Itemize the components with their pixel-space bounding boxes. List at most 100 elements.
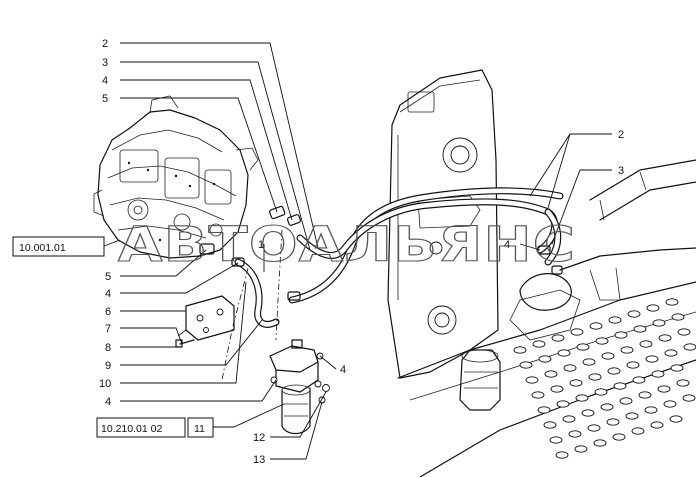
- floor-perforation: [633, 325, 647, 333]
- filter-ref-label: 10.210.01 02: [101, 423, 162, 435]
- floor-perforation: [683, 343, 696, 351]
- callout-2-right: 2: [618, 129, 624, 141]
- centerline: [275, 229, 283, 341]
- floor-perforation: [532, 340, 546, 348]
- frame-plate: [387, 69, 499, 379]
- floor-perforation: [638, 391, 652, 399]
- bolt: [175, 339, 195, 348]
- callout-13: 13: [253, 454, 265, 466]
- floor-perforation: [557, 349, 571, 357]
- callout-3-top: 3: [102, 57, 108, 69]
- floor-perforation: [670, 364, 684, 372]
- floor-perforation: [607, 367, 621, 375]
- engine-block: [93, 95, 259, 259]
- floor-perforation: [601, 352, 615, 360]
- floor-perforation: [606, 418, 620, 426]
- floor-perforation: [574, 445, 588, 453]
- floor-perforation: [626, 361, 640, 369]
- callout-12: 12: [253, 432, 265, 444]
- floor-perforation: [550, 385, 564, 393]
- floor-perforation: [519, 361, 533, 369]
- callout-8: 8: [105, 342, 111, 354]
- floor-perforation: [657, 385, 671, 393]
- floor-perforation: [570, 328, 584, 336]
- floor-perforation: [576, 343, 590, 351]
- floor-perforation: [665, 298, 679, 306]
- floor-perforation: [639, 340, 653, 348]
- floor-perforation: [682, 394, 696, 402]
- filter-item-box: [187, 417, 214, 438]
- floor-perforation: [619, 397, 633, 405]
- callout-4-left: 4: [105, 288, 111, 300]
- fuel-filter: [269, 339, 324, 435]
- callout-4-right: 4: [504, 239, 510, 251]
- floor-perforation: [582, 358, 596, 366]
- floor-perforation: [587, 424, 601, 432]
- floor-perforation: [575, 394, 589, 402]
- floor-perforation: [555, 451, 569, 459]
- floor-perforation: [569, 379, 583, 387]
- callout-3-right: 3: [618, 165, 624, 177]
- floor-perforation: [614, 331, 628, 339]
- floor-perforation: [563, 364, 577, 372]
- floor-perforation: [620, 346, 634, 354]
- right-filter-assembly: [459, 273, 572, 411]
- callout-6: 6: [105, 306, 111, 318]
- reference-boxes: 10.001.01 10.210.01 02 11: [12, 236, 214, 438]
- filter-item-label: 11: [194, 423, 205, 435]
- floor-perforation: [645, 355, 659, 363]
- floor-perforation: [595, 337, 609, 345]
- floor-perforation: [658, 334, 672, 342]
- floor-perforation: [612, 433, 626, 441]
- floor-perforation: [613, 382, 627, 390]
- floor-perforation: [568, 430, 582, 438]
- floor-perforation: [646, 304, 660, 312]
- callout-7: 7: [105, 323, 111, 335]
- leader-lines: [103, 42, 612, 460]
- floor-perforation: [594, 388, 608, 396]
- floor-perforation: [543, 421, 557, 429]
- floor-perforation: [608, 316, 622, 324]
- callout-1: 1: [258, 239, 264, 251]
- floor-perforation: [551, 334, 565, 342]
- callout-5-left: 5: [105, 271, 111, 283]
- callout-4-top: 4: [102, 75, 108, 87]
- callout-4-mid: 4: [340, 364, 346, 376]
- floor-perforation: [537, 406, 551, 414]
- floor-perforation: [513, 346, 527, 354]
- floor-perforation: [531, 391, 545, 399]
- floor-perforation: [600, 403, 614, 411]
- floor-perforation: [631, 427, 645, 435]
- floor-perforation: [625, 412, 639, 420]
- callout-5-top: 5: [102, 93, 108, 105]
- floor-perforation: [644, 406, 658, 414]
- floor-perforation: [627, 310, 641, 318]
- watermark: АВТОАЛЬЯНС: [118, 217, 576, 273]
- floor-perforation: [650, 421, 664, 429]
- floor-perforation: [588, 373, 602, 381]
- floor-perforation: [651, 370, 665, 378]
- perforated-floor-plate: [513, 298, 696, 459]
- fittings: [318, 384, 330, 404]
- floor-perforation: [669, 415, 683, 423]
- floor-perforation: [671, 313, 685, 321]
- hose-clamps: [199, 205, 563, 301]
- filter-ref-box: [96, 417, 186, 438]
- floor-perforation: [544, 370, 558, 378]
- floor-perforation: [593, 439, 607, 447]
- floor-perforation: [676, 379, 690, 387]
- callout-10: 10: [99, 378, 111, 390]
- fuel-hoses: [234, 187, 564, 328]
- floor-perforation: [632, 376, 646, 384]
- floor-perforation: [663, 400, 677, 408]
- callout-9: 9: [105, 360, 111, 372]
- callout-4-lower: 4: [105, 396, 111, 408]
- floor-perforation: [677, 328, 691, 336]
- assembly-ref-box: [12, 236, 105, 257]
- floor-perforation: [525, 376, 539, 384]
- floor-perforation: [549, 436, 563, 444]
- floor-perforation: [556, 400, 570, 408]
- centerline: [221, 267, 249, 381]
- floor-perforation: [664, 349, 678, 357]
